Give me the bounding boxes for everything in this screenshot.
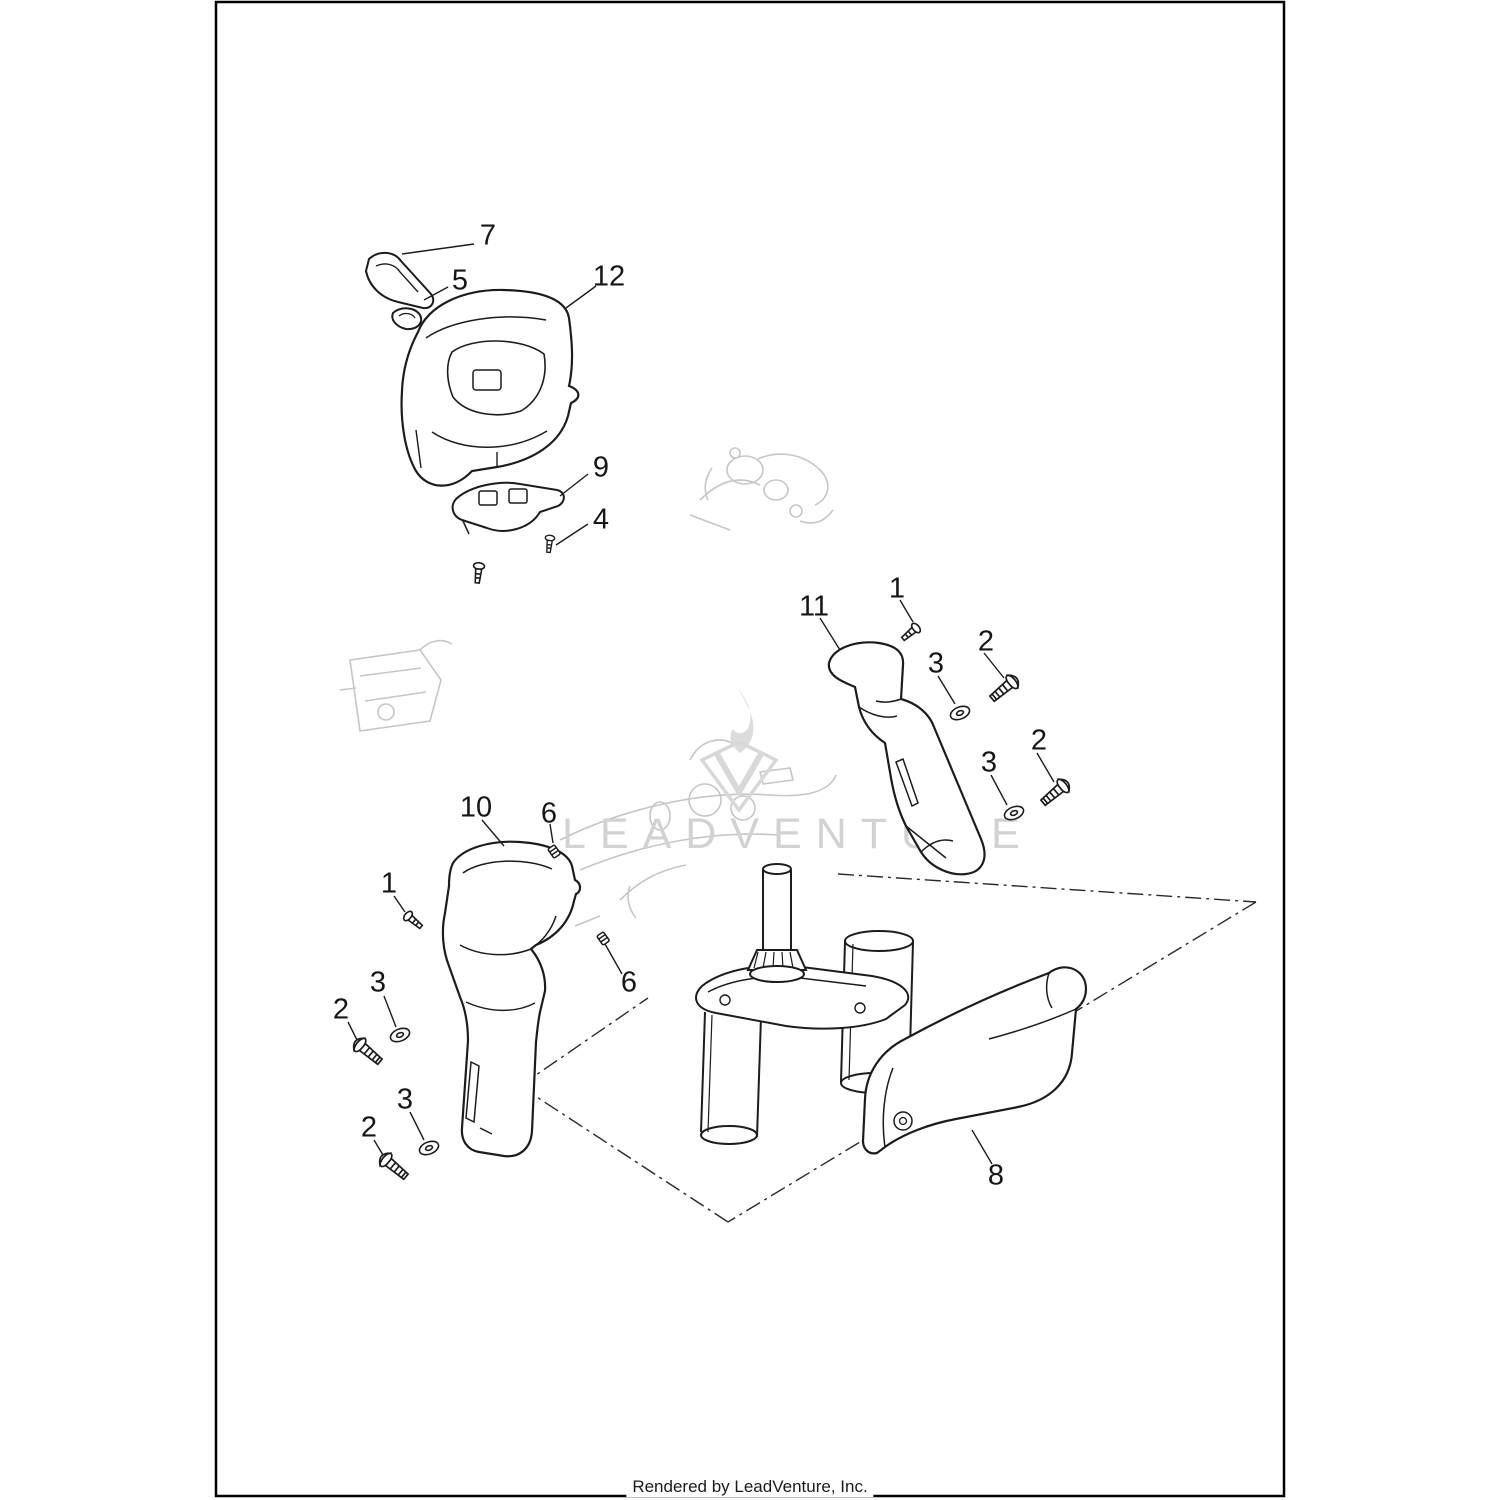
callout-label: 3 bbox=[927, 647, 945, 680]
part-12-nacelle-cover bbox=[400, 288, 580, 487]
renderer-credit: Rendered by LeadVenture, Inc. bbox=[626, 1477, 874, 1497]
part-8-lower-cover-right bbox=[861, 966, 1088, 1155]
callout-label: 2 bbox=[332, 993, 350, 1026]
callout-label: 11 bbox=[798, 590, 830, 623]
callout-label: 6 bbox=[540, 797, 558, 830]
leadventure-logo-watermark bbox=[699, 688, 779, 813]
callout-label: 7 bbox=[479, 219, 497, 252]
callout-label: 9 bbox=[592, 451, 610, 484]
part-9-bracket bbox=[451, 481, 565, 535]
leader-lines bbox=[347, 243, 1055, 1165]
ghost-assembly-mid-left bbox=[339, 639, 453, 732]
callout-label: 3 bbox=[369, 966, 387, 999]
callout-label: 6 bbox=[620, 966, 638, 999]
callout-label: 1 bbox=[888, 572, 906, 605]
construction-lines bbox=[519, 873, 1257, 1223]
callout-label: 12 bbox=[592, 260, 626, 293]
ghost-assembly-top-right bbox=[689, 447, 834, 531]
part-11-upper-cover bbox=[827, 641, 986, 876]
callout-label: 10 bbox=[459, 791, 493, 824]
callout-label: 4 bbox=[592, 503, 610, 536]
callout-label: 1 bbox=[380, 867, 398, 900]
steering-stem-assembly bbox=[695, 863, 914, 1145]
callout-label: 3 bbox=[980, 746, 998, 779]
callout-label: 3 bbox=[396, 1083, 414, 1116]
callout-label: 2 bbox=[360, 1111, 378, 1144]
callout-label: 2 bbox=[977, 625, 995, 658]
callout-label: 8 bbox=[987, 1159, 1005, 1192]
callout-label: 5 bbox=[451, 264, 469, 297]
callout-label: 2 bbox=[1030, 724, 1048, 757]
part-5-lever bbox=[364, 251, 435, 331]
part-10-lower-cover-left bbox=[441, 840, 582, 1158]
ghost-assembly-center bbox=[559, 739, 837, 927]
